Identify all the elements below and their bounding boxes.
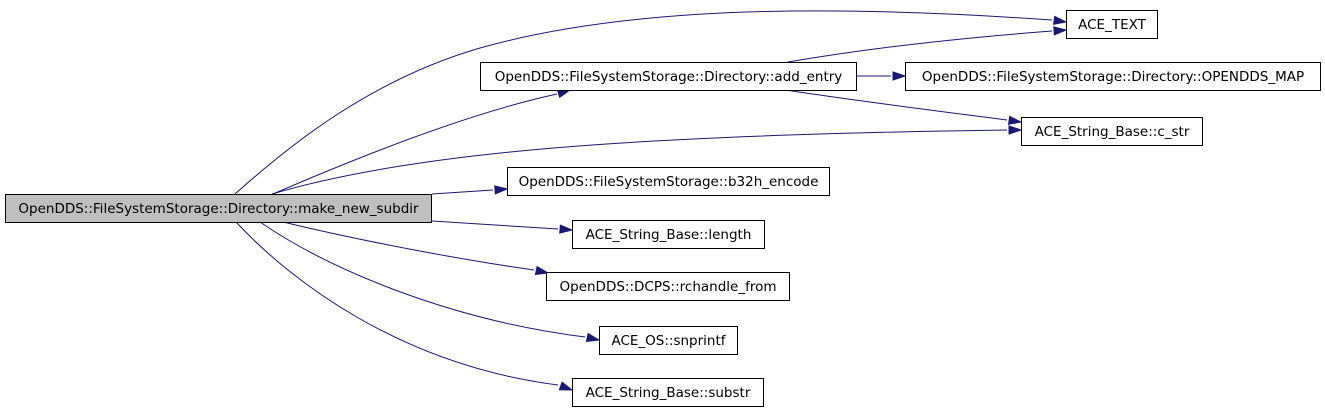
node-make_new_subdir[interactable]: OpenDDS::FileSystemStorage::Directory::m… [5, 194, 432, 223]
edge-arrowhead [558, 381, 574, 391]
node-label: OpenDDS::FileSystemStorage::b32h_encode [519, 174, 819, 190]
edge-line [235, 221, 559, 386]
node-label: ACE_String_Base::substr [586, 385, 751, 401]
edge-line [272, 93, 558, 195]
edge-line [431, 220, 559, 230]
node-ace_text[interactable]: ACE_TEXT [1066, 10, 1158, 39]
edge-line [282, 221, 535, 271]
edge-line [271, 129, 1008, 195]
edge-arrowhead [1052, 15, 1068, 25]
edge-arrowhead [1008, 125, 1023, 135]
node-box [905, 62, 1321, 91]
node-box [507, 167, 830, 196]
edge-add_entry-to-ace_text [787, 26, 1068, 63]
node-box [480, 62, 857, 91]
edge-arrowhead [494, 185, 509, 195]
node-c_str[interactable]: ACE_String_Base::c_str [1021, 117, 1203, 146]
node-box [599, 326, 738, 355]
edge-make_new_subdir-to-snprintf [259, 221, 601, 342]
edges-layer [234, 10, 1068, 391]
node-box [5, 194, 432, 223]
nodes-layer: OpenDDS::FileSystemStorage::Directory::m… [5, 10, 1321, 407]
node-box [572, 378, 764, 407]
node-length[interactable]: ACE_String_Base::length [572, 220, 765, 249]
edge-add_entry-to-opendds_map [856, 71, 907, 81]
edge-make_new_subdir-to-b32h_encode [431, 185, 509, 195]
edge-add_entry-to-c_str [785, 89, 1023, 125]
edge-make_new_subdir-to-rchandle_from [282, 221, 550, 275]
edge-arrowhead [585, 332, 601, 342]
node-b32h_encode[interactable]: OpenDDS::FileSystemStorage::b32h_encode [507, 167, 830, 196]
node-label: OpenDDS::FileSystemStorage::Directory::m… [18, 201, 419, 217]
node-snprintf[interactable]: ACE_OS::snprintf [599, 326, 738, 355]
edge-make_new_subdir-to-c_str [271, 125, 1023, 195]
node-label: ACE_OS::snprintf [611, 333, 726, 349]
node-label: OpenDDS::FileSystemStorage::Directory::a… [495, 69, 843, 85]
edge-arrowhead [534, 265, 550, 275]
edge-arrowhead [1053, 26, 1068, 36]
node-label: ACE_TEXT [1078, 17, 1146, 33]
node-label: OpenDDS::FileSystemStorage::Directory::O… [922, 69, 1304, 85]
node-box [1021, 117, 1203, 146]
edge-line [787, 30, 1053, 63]
edge-arrowhead [892, 71, 907, 81]
node-box [572, 220, 765, 249]
edge-make_new_subdir-to-ace_text [234, 10, 1068, 195]
edge-arrowhead [1007, 115, 1023, 125]
edge-make_new_subdir-to-length [431, 220, 574, 234]
edge-line [234, 10, 1053, 195]
node-box [546, 272, 790, 301]
node-opendds_map[interactable]: OpenDDS::FileSystemStorage::Directory::O… [905, 62, 1321, 91]
edge-line [259, 221, 586, 338]
node-label: OpenDDS::DCPS::rchandle_from [560, 279, 777, 295]
edge-line [431, 189, 494, 195]
node-box [1066, 10, 1158, 39]
edge-line [785, 89, 1008, 121]
node-add_entry[interactable]: OpenDDS::FileSystemStorage::Directory::a… [480, 62, 857, 91]
node-label: ACE_String_Base::length [586, 227, 752, 243]
node-substr[interactable]: ACE_String_Base::substr [572, 378, 764, 407]
node-rchandle_from[interactable]: OpenDDS::DCPS::rchandle_from [546, 272, 790, 301]
edge-arrowhead [559, 224, 574, 234]
node-label: ACE_String_Base::c_str [1035, 124, 1190, 140]
edge-make_new_subdir-to-substr [235, 221, 574, 391]
